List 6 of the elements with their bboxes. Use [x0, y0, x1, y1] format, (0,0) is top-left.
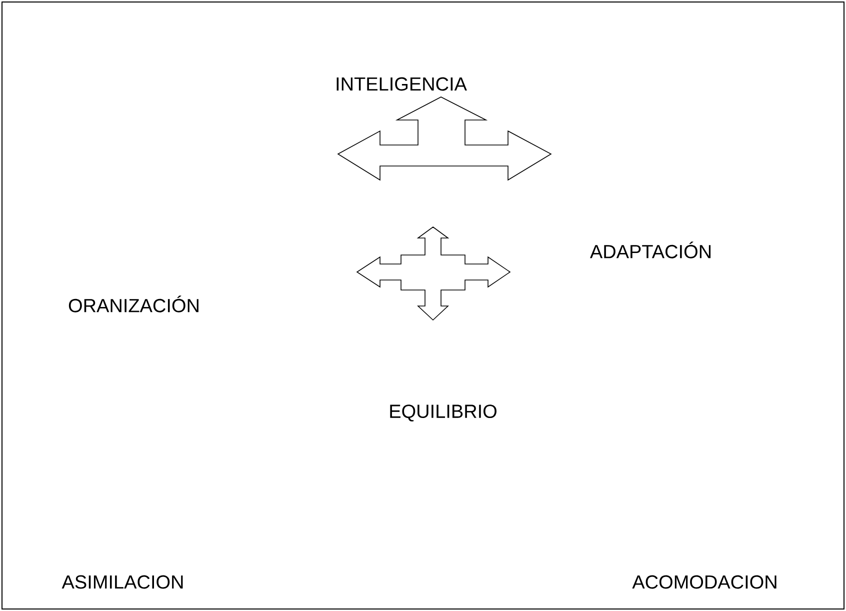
label: ADAPTACIÓN: [590, 242, 711, 258]
label: ORANIZACIÓN: [68, 296, 198, 312]
label: EQUILIBRIO: [390, 404, 496, 422]
label: ACOMODACION: [632, 575, 776, 589]
label: INTELIGENCIA: [336, 77, 467, 91]
label: ASIMILACION: [62, 575, 183, 589]
